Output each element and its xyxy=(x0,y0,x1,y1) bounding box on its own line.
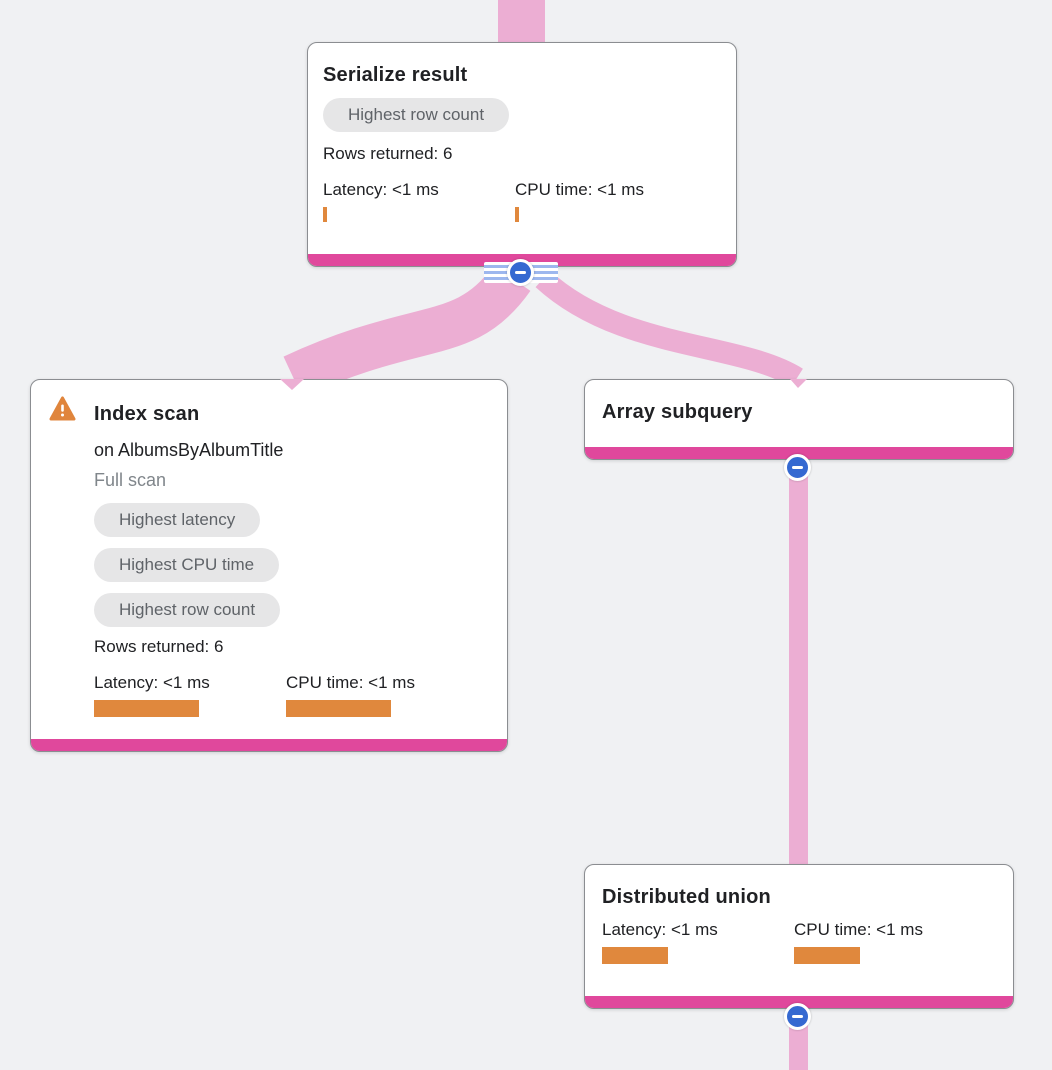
scan-type-label: Full scan xyxy=(94,470,167,490)
minus-icon xyxy=(792,466,803,469)
collapse-button-serialize-result[interactable] xyxy=(507,259,534,286)
edge-serialize-to-arraysubquery xyxy=(535,270,803,388)
minus-icon xyxy=(515,271,526,274)
edge-serialize-to-indexscan xyxy=(283,264,531,398)
metrics-row: Latency: <1 ms CPU time: <1 ms xyxy=(94,672,492,717)
latency-label: Latency: <1 ms xyxy=(323,180,439,199)
node-accent-bar xyxy=(585,996,1013,1008)
edge-parent-to-serialize xyxy=(498,0,545,44)
minus-icon xyxy=(792,1015,803,1018)
node-title: Index scan xyxy=(94,403,200,425)
badge-highest-cpu-time: Highest CPU time xyxy=(94,548,280,582)
latency-bar xyxy=(94,700,199,717)
metrics-row: Latency: <1 ms CPU time: <1 ms xyxy=(323,179,721,222)
latency-bar xyxy=(323,207,327,222)
cpu-time-bar xyxy=(794,947,860,964)
badge-highest-row-count: Highest row count xyxy=(94,593,281,627)
rows-returned-label: Rows returned: 6 xyxy=(94,637,224,656)
node-title: Array subquery xyxy=(602,401,753,423)
badge-highest-latency: Highest latency xyxy=(94,503,261,537)
latency-label: Latency: <1 ms xyxy=(94,673,210,692)
latency-metric: Latency: <1 ms xyxy=(94,672,286,717)
latency-metric: Latency: <1 ms xyxy=(323,179,515,222)
cpu-time-label: CPU time: <1 ms xyxy=(794,920,923,939)
cpu-metric: CPU time: <1 ms xyxy=(794,919,986,964)
node-accent-bar xyxy=(585,447,1013,459)
node-title: Serialize result xyxy=(323,64,468,86)
badge-highest-row-count: Highest row count xyxy=(323,98,510,132)
collapse-button-array-subquery[interactable] xyxy=(784,454,811,481)
plan-node-serialize-result[interactable]: Serialize result Highest row count Rows … xyxy=(307,42,737,267)
cpu-time-bar xyxy=(515,207,519,222)
warning-icon xyxy=(49,396,76,421)
cpu-time-bar xyxy=(286,700,391,717)
edge-arraysubquery-to-distunion xyxy=(789,468,808,864)
collapse-button-distributed-union[interactable] xyxy=(784,1003,811,1030)
rows-returned-label: Rows returned: 6 xyxy=(323,144,453,163)
node-accent-bar xyxy=(31,739,507,751)
latency-bar xyxy=(602,947,668,964)
latency-label: Latency: <1 ms xyxy=(602,920,718,939)
latency-metric: Latency: <1 ms xyxy=(602,919,794,964)
badge-stack: Highest latency Highest CPU time Highest… xyxy=(94,492,492,627)
cpu-metric: CPU time: <1 ms xyxy=(515,179,707,222)
plan-node-index-scan[interactable]: Index scan on AlbumsByAlbumTitle Full sc… xyxy=(30,379,508,752)
cpu-metric: CPU time: <1 ms xyxy=(286,672,478,717)
plan-node-array-subquery[interactable]: Array subquery xyxy=(584,379,1014,460)
metrics-row: Latency: <1 ms CPU time: <1 ms xyxy=(602,919,996,964)
plan-node-distributed-union[interactable]: Distributed union Latency: <1 ms CPU tim… xyxy=(584,864,1014,1009)
cpu-time-label: CPU time: <1 ms xyxy=(286,673,415,692)
cpu-time-label: CPU time: <1 ms xyxy=(515,180,644,199)
node-title: Distributed union xyxy=(602,886,771,908)
node-subtitle: on AlbumsByAlbumTitle xyxy=(94,440,284,460)
